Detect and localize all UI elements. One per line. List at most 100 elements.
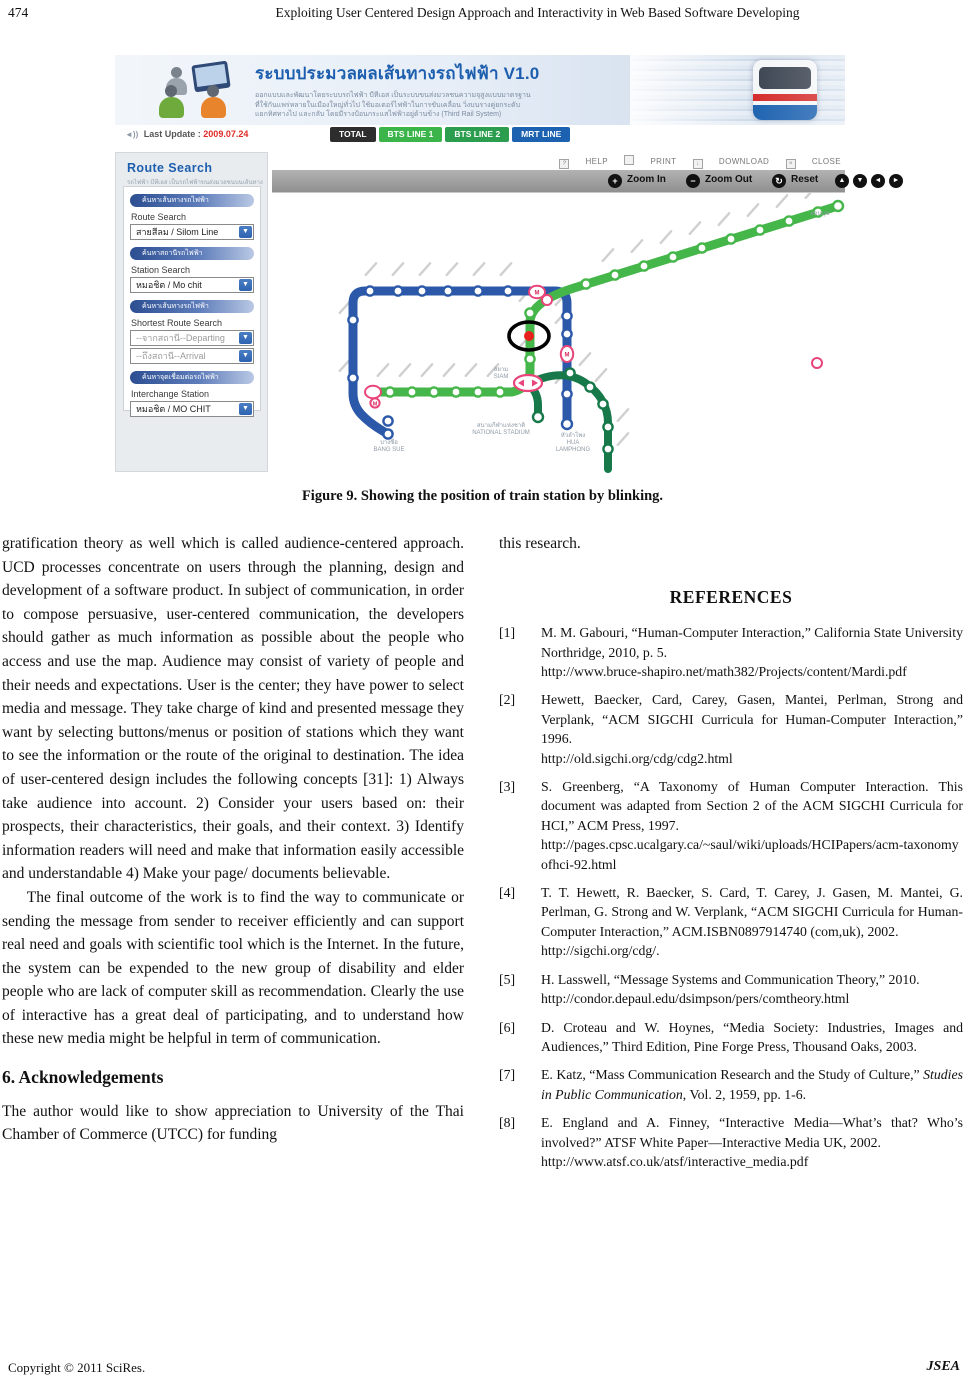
tab-total[interactable]: TOTAL xyxy=(330,127,376,142)
station-label-national-stadium: สนามกีฬาแห่งชาติ NATIONAL STADIUM xyxy=(472,423,530,436)
reference-item: [4] T. T. Hewett, R. Baecker, S. Card, T… xyxy=(499,883,963,961)
print-button[interactable]: PRINT xyxy=(624,155,676,166)
running-title: Exploiting User Centered Design Approach… xyxy=(275,5,800,20)
zoom-in-label[interactable]: Zoom In xyxy=(627,174,666,185)
window-tools: ?HELP PRINT ↓DOWNLOAD ×CLOSE xyxy=(272,155,841,169)
zoom-out-label[interactable]: Zoom Out xyxy=(705,174,753,185)
station-select[interactable]: หมอชิต / Mo chit ▼ xyxy=(130,277,254,293)
acknowledgements-text: The author would like to show appreciati… xyxy=(2,1102,464,1144)
app-logo xyxy=(137,57,247,123)
print-icon xyxy=(624,155,635,165)
route-search-sidebar: Route Search รถไฟฟ้า บีทีเอส เป็นรถไฟฟ้า… xyxy=(115,152,268,472)
arrival-select[interactable]: --ถึงสถานี--Arrival ▼ xyxy=(130,348,254,364)
route-select[interactable]: สายสีลม / Silom Line ▼ xyxy=(130,224,254,240)
svg-text:M: M xyxy=(535,291,540,297)
station-dots-blue xyxy=(347,285,574,440)
reference-item: [1] M. M. Gabouri, “Human-Computer Inter… xyxy=(499,623,963,681)
blinking-station-dot xyxy=(524,331,534,341)
app-title: ระบบประมวลผลเส้นทางรถไฟฟ้า V1.0 xyxy=(255,64,540,83)
left-column: gratification theory as well which is ca… xyxy=(2,532,464,1180)
station-dots-dark-green xyxy=(531,367,614,455)
body-paragraph: gratification theory as well which is ca… xyxy=(2,535,464,883)
person-icon xyxy=(171,67,182,78)
article-body: gratification theory as well which is ca… xyxy=(2,532,963,1180)
departing-select[interactable]: --จากสถานี--Departing ▼ xyxy=(130,330,254,346)
reference-url: http://condor.depaul.edu/dsimpson/pers/c… xyxy=(541,991,850,1007)
references-heading: REFERENCES xyxy=(669,586,793,607)
pan-down-button[interactable]: ▼ xyxy=(853,174,867,188)
tab-bts-line-1[interactable]: BTS LINE 1 xyxy=(378,127,443,142)
interchange-select[interactable]: หมอชิต / MO CHIT ▼ xyxy=(130,401,254,417)
interchange-label: Interchange Station xyxy=(131,389,210,399)
blinking-station-highlight xyxy=(507,320,551,352)
station-label-on-nut: อ่อนนุช xyxy=(810,211,830,217)
help-button[interactable]: ?HELP xyxy=(559,157,607,169)
journal-title-italic: Studies in Public Communication xyxy=(541,1067,963,1102)
reset-label[interactable]: Reset xyxy=(791,174,819,185)
chevron-down-icon[interactable]: ▼ xyxy=(239,350,252,362)
journal-abbreviation: JSEA xyxy=(926,1359,960,1374)
figure-caption: Figure 9. Showing the position of train … xyxy=(301,488,664,504)
acknowledgements-heading: 6. Acknowledgements xyxy=(2,1067,164,1088)
help-icon: ? xyxy=(559,159,570,169)
last-update: ◄)) Last Update : 2009.07.24 xyxy=(125,129,249,139)
person-icon xyxy=(207,85,219,97)
reference-item: [7] E. Katz, “Mass Communication Researc… xyxy=(499,1067,963,1102)
body-paragraph: this research. xyxy=(499,535,581,552)
metro-map-svg: M M M xyxy=(338,193,845,473)
section-header-interchange: ค้นหาจุดเชื่อมต่อรถไฟฟ้า xyxy=(130,371,254,384)
tab-bts-line-2[interactable]: BTS LINE 2 xyxy=(445,127,510,142)
station-label-siam: สยาม SIAM xyxy=(493,367,509,380)
reference-item: [6] D. Croteau and W. Hoynes, “Media Soc… xyxy=(499,1019,963,1054)
zoom-in-button[interactable]: + xyxy=(608,174,622,188)
map-toolbar: + Zoom In − Zoom Out ↻ Reset ▲ ▼ ◄ ► xyxy=(272,170,903,192)
reference-url: http://www.bruce-shapiro.net/math382/Pro… xyxy=(541,664,907,679)
app-header-banner: ระบบประมวลผลเส้นทางรถไฟฟ้า V1.0 ออกแบบแล… xyxy=(115,55,845,125)
zoom-out-button[interactable]: − xyxy=(686,174,700,188)
route-map[interactable]: M M M บางซื่อ BANG xyxy=(272,192,845,473)
copyright-notice: Copyright © 2011 SciRes. xyxy=(8,1360,146,1375)
download-button[interactable]: ↓DOWNLOAD xyxy=(692,157,769,169)
station-label-hua-lamphong: หัวลำโพง HUA LAMPHONG xyxy=(555,433,591,453)
body-paragraph: The final outcome of the work is to find… xyxy=(2,888,464,1048)
chevron-down-icon[interactable]: ▼ xyxy=(239,226,252,238)
train-photo xyxy=(630,55,845,125)
station-dots-green xyxy=(384,199,845,398)
section-header-route: ค้นหาเส้นทางรถไฟฟ้า xyxy=(130,194,254,207)
reference-url: http://sigchi.org/cdg/. xyxy=(541,943,660,959)
app-subtitle: ออกแบบและพัฒนาโดยระบบรถไฟฟ้า บีทีเอส เป็… xyxy=(255,92,531,118)
shortest-route-label: Shortest Route Search xyxy=(131,318,223,328)
speaker-icon: ◄)) xyxy=(125,130,139,139)
chevron-down-icon[interactable]: ▼ xyxy=(239,403,252,415)
close-icon: × xyxy=(785,159,796,169)
pan-up-button[interactable]: ▲ xyxy=(835,174,849,188)
svg-text:M: M xyxy=(373,402,378,408)
interchange-markers: M M M xyxy=(364,284,823,409)
tab-mrt-line[interactable]: MRT LINE xyxy=(512,127,571,142)
station-label-bang-sue: บางซื่อ BANG SUE xyxy=(373,440,405,453)
section-header-station: ค้นหาสถานีรถไฟฟ้า xyxy=(130,247,254,260)
reference-url: http://pages.cpsc.ucalgary.ca/~saul/wiki… xyxy=(541,837,959,872)
sidebar-panel: ค้นหาเส้นทางรถไฟฟ้า Route Search สายสีลม… xyxy=(123,186,261,417)
route-search-label: Route Search xyxy=(131,212,187,222)
line-tabs: TOTAL BTS LINE 1 BTS LINE 2 MRT LINE xyxy=(330,127,571,142)
reference-item: [8] E. England and A. Finney, “Interacti… xyxy=(499,1113,963,1171)
pan-left-button[interactable]: ◄ xyxy=(871,174,885,188)
person-icon xyxy=(165,85,177,97)
right-column: this research. REFERENCES [1] M. M. Gabo… xyxy=(499,532,963,1180)
download-icon: ↓ xyxy=(692,159,703,169)
chevron-down-icon[interactable]: ▼ xyxy=(239,332,252,344)
reference-url: http://www.atsf.co.uk/atsf/interactive_m… xyxy=(541,1153,809,1169)
page-number: 474 xyxy=(8,5,29,20)
svg-text:M: M xyxy=(565,353,570,359)
reset-button[interactable]: ↻ xyxy=(772,174,786,188)
reference-url: http://old.sigchi.org/cdg/cdg2.html xyxy=(541,750,733,766)
chevron-down-icon[interactable]: ▼ xyxy=(239,279,252,291)
section-header-shortest-route: ค้นหาเส้นทางรถไฟฟ้า xyxy=(130,300,254,313)
pan-right-button[interactable]: ► xyxy=(889,174,903,188)
bts-silom-line xyxy=(526,371,612,473)
reference-item: [2] Hewett, Baecker, Card, Carey, Gasen,… xyxy=(499,690,963,768)
reference-item: [3] S. Greenberg, “A Taxonomy of Human C… xyxy=(499,777,963,874)
close-button[interactable]: ×CLOSE xyxy=(785,157,841,169)
